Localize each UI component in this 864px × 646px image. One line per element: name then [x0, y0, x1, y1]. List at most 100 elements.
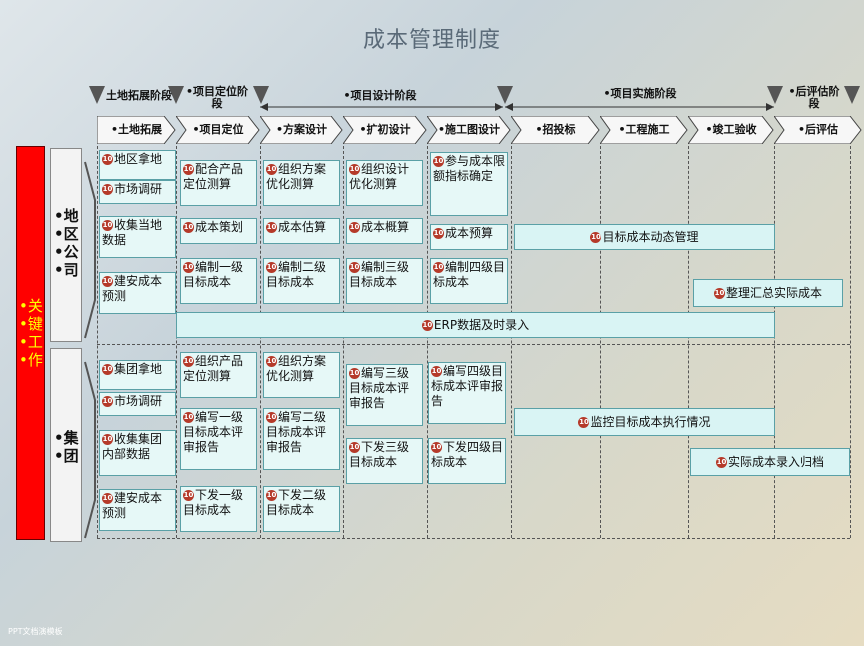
number-badge-icon: 10: [590, 232, 602, 243]
phase-chevron-shape: [343, 116, 427, 144]
number-badge-icon: 10: [433, 228, 444, 239]
stage-label-land: 土地拓展阶段: [106, 89, 172, 102]
stage-marker-5: [767, 86, 783, 104]
region-bracket: [84, 161, 96, 339]
phase-chevron-shape: [688, 116, 774, 144]
number-badge-icon: 10: [713, 288, 725, 299]
number-badge-icon: 10: [578, 417, 590, 428]
phase-1: •土地拓展: [97, 116, 176, 144]
stage-label-implement: •项目实施阶段: [603, 87, 677, 100]
phase-9: •后评估: [774, 116, 862, 144]
number-badge-icon: 10: [349, 368, 360, 379]
phase-7: •工程施工: [600, 116, 688, 144]
phase-label: •施工图设计: [437, 123, 501, 136]
group-group-label: •集 •团: [54, 429, 79, 465]
number-badge-icon: 10: [431, 366, 442, 377]
number-badge-icon: 10: [266, 164, 277, 175]
stage-label-position: •项目定位阶段: [185, 85, 249, 110]
grid-line: [260, 146, 261, 538]
row-divider: [97, 538, 850, 539]
number-badge-icon: 10: [349, 222, 360, 233]
grid-line: [774, 146, 775, 538]
number-badge-icon: 10: [715, 457, 727, 468]
phase-label: •项目定位: [192, 123, 244, 136]
stage-label-design: •项目设计阶段: [343, 89, 417, 102]
stage-marker-6: [844, 86, 860, 104]
grid-line: [688, 146, 689, 538]
group-bracket: [84, 361, 96, 539]
grid-line: [97, 146, 98, 538]
key-work-bar: •关 •键 •工 •作: [16, 146, 45, 540]
number-badge-icon: 10: [102, 434, 113, 445]
grid-line: [427, 146, 428, 538]
number-badge-icon: 10: [433, 262, 444, 273]
phase-label: •竣工验收: [705, 123, 757, 136]
phase-label: •方案设计: [275, 123, 328, 136]
stage-marker-4: [497, 86, 513, 104]
number-badge-icon: 10: [102, 220, 113, 231]
region-group-label: •地 •区 •公 •司: [54, 207, 79, 279]
region-group: •地 •区 •公 •司: [50, 148, 82, 342]
phase-6: •招投标: [511, 116, 600, 144]
stage-marker-1: [89, 86, 105, 104]
phase-label: •招投标: [535, 123, 576, 136]
number-badge-icon: 10: [102, 396, 113, 407]
number-badge-icon: 10: [349, 164, 360, 175]
phase-chevron-shape: [176, 116, 260, 144]
phase-chevron-shape: [97, 116, 176, 144]
grid-line: [343, 146, 344, 538]
number-badge-icon: 10: [183, 164, 194, 175]
phase-label: •土地拓展: [110, 123, 163, 136]
number-badge-icon: 10: [183, 222, 194, 233]
number-badge-icon: 10: [102, 276, 113, 287]
number-badge-icon: 10: [102, 493, 113, 504]
number-badge-icon: 10: [183, 412, 194, 423]
grid-line: [600, 146, 601, 538]
number-badge-icon: 10: [102, 364, 113, 375]
number-badge-icon: 10: [266, 356, 277, 367]
number-badge-icon: 10: [183, 356, 194, 367]
grid-line: [850, 146, 851, 538]
number-badge-icon: 10: [421, 320, 433, 331]
phase-4: •扩初设计: [343, 116, 427, 144]
key-work-label: •关 •键 •工 •作: [19, 297, 43, 369]
phase-label: •后评估: [797, 123, 839, 136]
number-badge-icon: 10: [266, 490, 277, 501]
phase-label: •扩初设计: [359, 123, 411, 136]
phase-chevron-shape: [600, 116, 688, 144]
phase-chevron-shape: [427, 116, 511, 144]
page-title: 成本管理制度: [362, 28, 501, 53]
number-badge-icon: 10: [102, 154, 113, 165]
stage-label-post: •后评估阶段: [788, 85, 840, 110]
number-badge-icon: 10: [349, 442, 360, 453]
number-badge-icon: 10: [266, 412, 277, 423]
